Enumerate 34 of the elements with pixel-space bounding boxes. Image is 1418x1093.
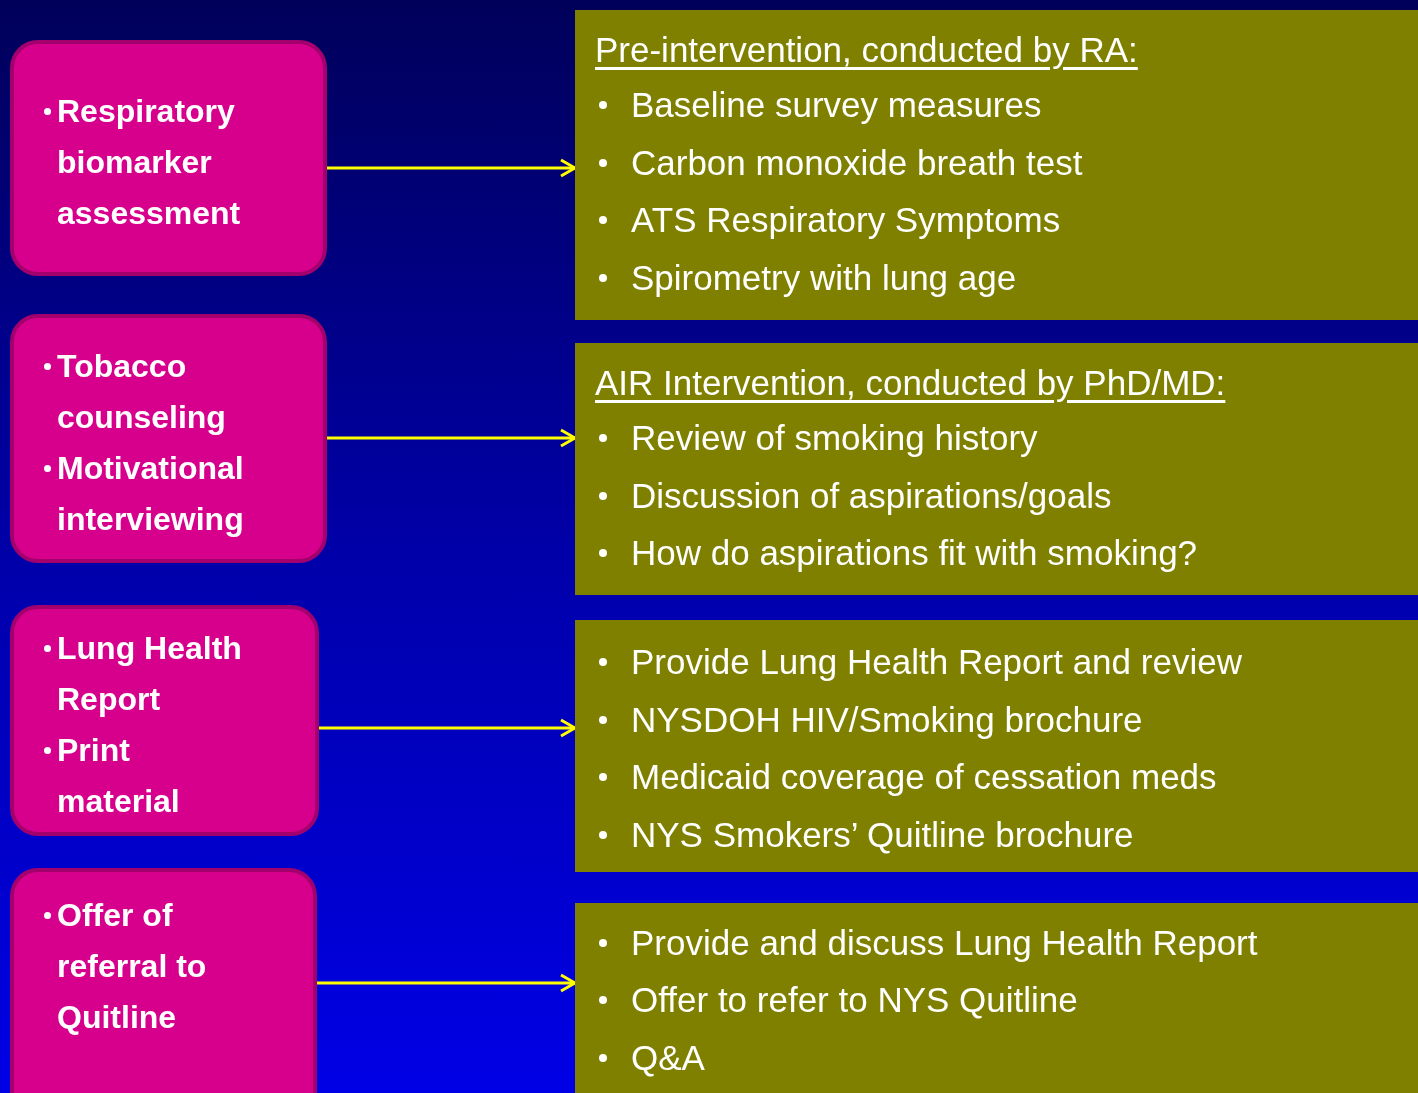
bullet-item: Review of smoking history bbox=[631, 417, 1038, 459]
process-box bbox=[10, 40, 327, 276]
bullet-item: ATS Respiratory Symptoms bbox=[631, 199, 1061, 241]
bullet-item: NYS Smokers’ Quitline brochure bbox=[631, 813, 1134, 856]
bullet-item: Respiratory biomarker assessment bbox=[57, 91, 242, 233]
bullet-item: Discussion of aspirations/goals bbox=[631, 474, 1112, 517]
content-panel bbox=[575, 10, 1418, 320]
bullet-item: Lung Health Report bbox=[57, 628, 243, 719]
arrow bbox=[317, 973, 577, 993]
content-panel bbox=[575, 903, 1418, 1093]
panel-heading: AIR Intervention, conducted by PhD/MD: bbox=[595, 362, 1226, 404]
bullet-item: Q&A bbox=[631, 1036, 705, 1079]
bullet-item: Spirometry with lung age bbox=[631, 256, 1017, 299]
bullet-item: Baseline survey measures bbox=[631, 84, 1042, 126]
arrow bbox=[319, 718, 577, 738]
arrow bbox=[327, 158, 577, 178]
bullet-item: Offer to refer to NYS Quitline bbox=[631, 979, 1078, 1022]
process-box bbox=[10, 868, 317, 1093]
bullet-item: Print material bbox=[57, 730, 181, 821]
bullet-item: Medicaid coverage of cessation meds bbox=[631, 756, 1217, 798]
bullet-item: NYSDOH HIV/Smoking brochure bbox=[631, 698, 1143, 741]
bullet-item: Provide and discuss Lung Health Report bbox=[631, 921, 1258, 964]
panel-heading: Pre-intervention, conducted by RA: bbox=[595, 29, 1138, 71]
bullet-item: Tobacco counseling bbox=[57, 346, 227, 437]
bullet-item: Offer of referral to Quitline bbox=[57, 896, 208, 1037]
content-panel bbox=[575, 343, 1418, 595]
bullet-item: How do aspirations fit with smoking? bbox=[631, 532, 1198, 574]
arrow bbox=[327, 428, 577, 448]
bullet-item: Provide Lung Health Report and review bbox=[631, 641, 1242, 683]
process-box bbox=[10, 314, 327, 563]
content-panel bbox=[575, 620, 1418, 872]
process-box bbox=[10, 605, 319, 836]
bullet-item: Motivational interviewing bbox=[57, 448, 245, 539]
bullet-item: Carbon monoxide breath test bbox=[631, 141, 1083, 184]
